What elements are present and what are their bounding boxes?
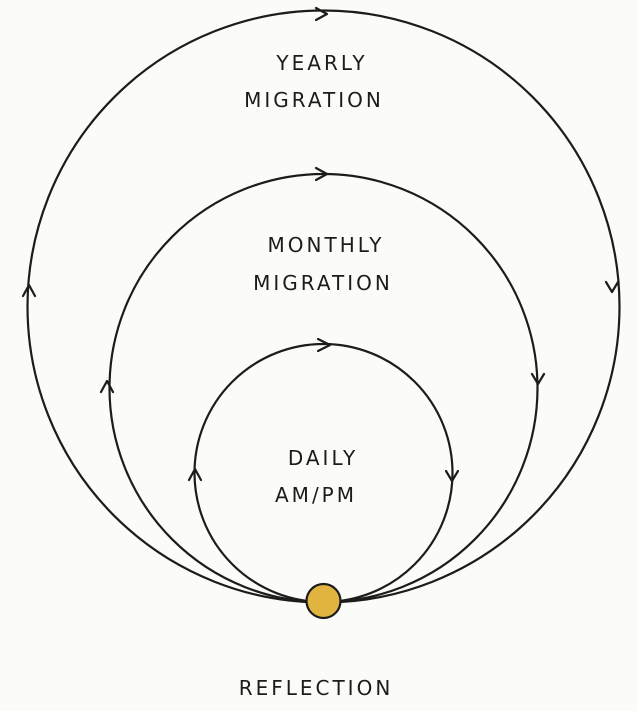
yearly-label-line2: MIGRATION [244,88,384,112]
reflection-node [305,582,342,620]
monthly-arrow-top [314,166,329,182]
monthly-arrow-left [99,379,115,394]
daily-label-line1: DAILY [288,446,358,470]
daily-arrow-right [444,469,460,483]
monthly-label-line1: MONTHLY [268,233,385,257]
yearly-arrow-left [21,283,37,298]
yearly-arrow-right [604,280,620,294]
yearly-arrow-top [314,6,329,22]
daily-arrow-left [187,467,203,482]
yearly-label-line1: YEARLY [275,51,367,75]
reflection-label: REFLECTION [239,676,394,700]
daily-arrow-top [316,337,332,353]
monthly-label-line2: MIGRATION [253,271,393,295]
daily-label-line2: AM/PM [275,483,357,507]
monthly-arrow-right [530,372,546,386]
